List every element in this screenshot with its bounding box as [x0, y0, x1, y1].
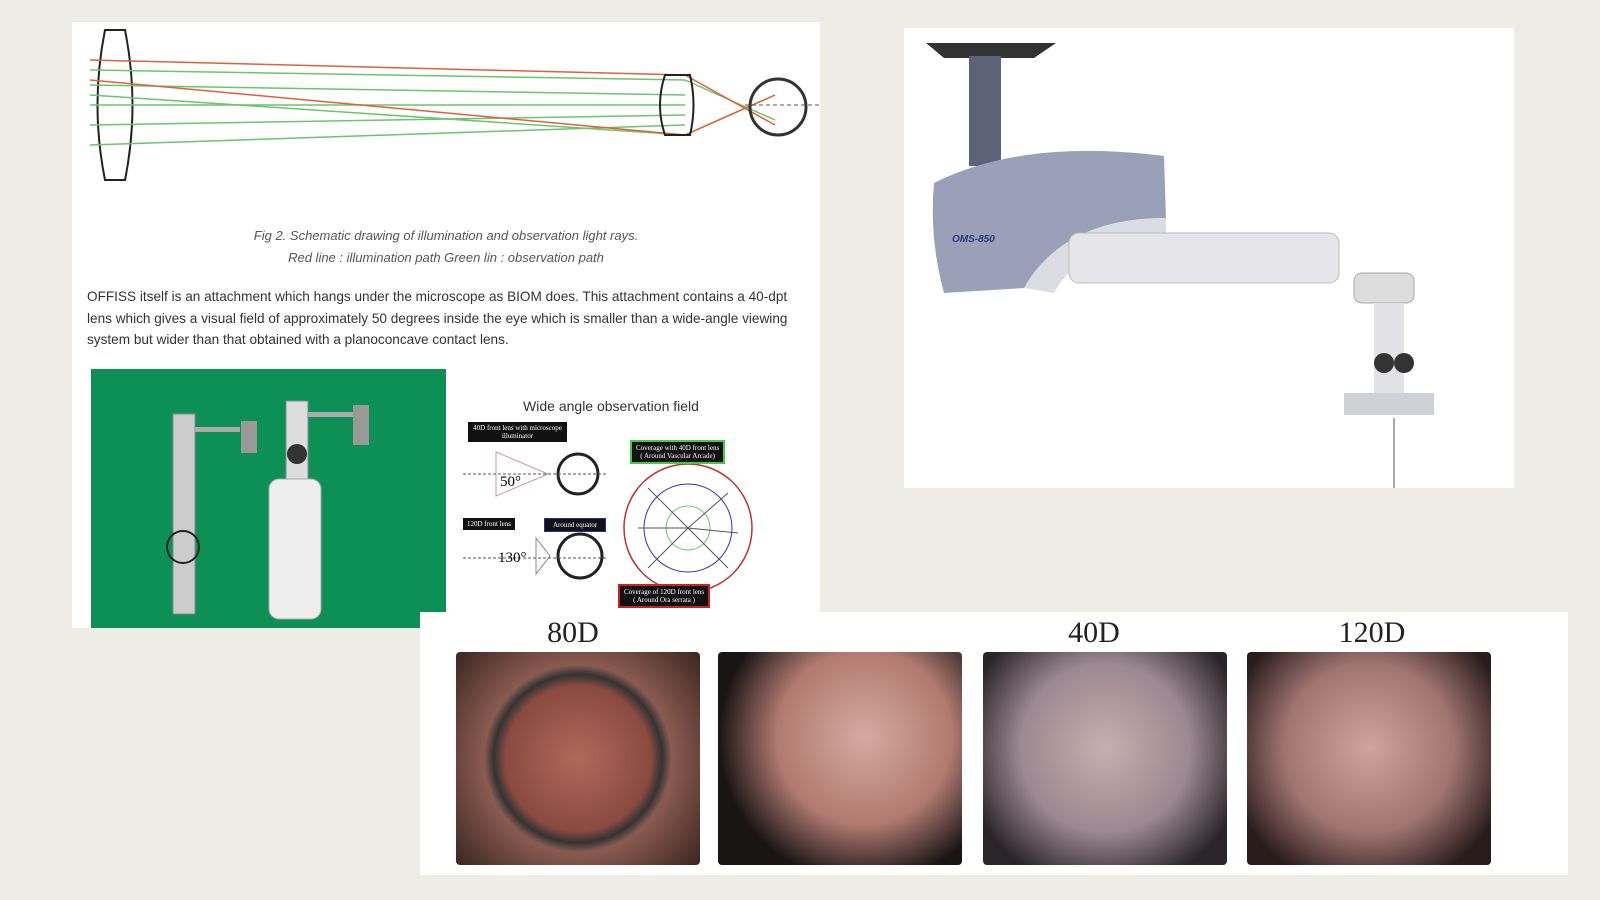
angle-50-label: 50°: [500, 474, 521, 490]
offiss-device-photo: [91, 369, 446, 628]
label-80d: 80D: [547, 616, 599, 649]
offiss-description: OFFISS itself is an attachment which han…: [87, 289, 788, 347]
box-around-equator: Around equator: [544, 518, 607, 532]
coverage-120d-line2: ( Around Ora serrata ): [633, 596, 695, 604]
illumination-rays: [89, 59, 776, 136]
wide-angle-title: Wide angle observation field: [523, 398, 699, 414]
offiss-figure-panel: Fig 2. Schematic drawing of illumination…: [72, 22, 820, 628]
box-120d-front-lens: 120D front lens: [463, 518, 515, 530]
fundus-image-2: [718, 652, 962, 865]
lens-comparison-panel: 80D 40D 120D: [420, 612, 1568, 875]
light-ray-schematic: [89, 29, 820, 181]
retina-coverage-circle: [623, 463, 753, 593]
figure-caption-1: Fig 2. Schematic drawing of illumination…: [253, 228, 639, 243]
fundus-image-120d: [1247, 652, 1491, 865]
fundus-image-40d: [983, 652, 1227, 865]
figure-caption-2: Red line : illumination path Green lin :…: [288, 250, 604, 265]
box-40d-front-lens: 40D front lens with microscope illuminat…: [468, 422, 567, 442]
coverage-120d-line1: Coverage of 120D front lens: [624, 588, 705, 596]
label-120d: 120D: [1338, 616, 1406, 649]
observation-rays: [89, 69, 776, 146]
front-lens: [659, 74, 695, 136]
label-40d: 40D: [1068, 616, 1120, 649]
eye: [748, 77, 808, 137]
fundus-image-80d: [456, 652, 700, 865]
microscope-brand-label: OMS-850: [952, 234, 995, 245]
wide-angle-diagram: Wide angle observation field 40D front l…: [458, 388, 812, 624]
angle-130-label: 130°: [498, 550, 527, 566]
coverage-40d-line1: Coverage with 40D front lens: [636, 444, 720, 452]
coverage-40d-line2: ( Around Vascular Arcade): [640, 452, 715, 460]
objective-lens: [96, 29, 134, 181]
box-coverage-120d: Coverage of 120D front lens( Around Ora …: [618, 584, 711, 608]
box-coverage-40d: Coverage with 40D front lens( Around Vas…: [630, 440, 726, 464]
surgical-microscope-photo: OMS-850: [904, 28, 1514, 488]
